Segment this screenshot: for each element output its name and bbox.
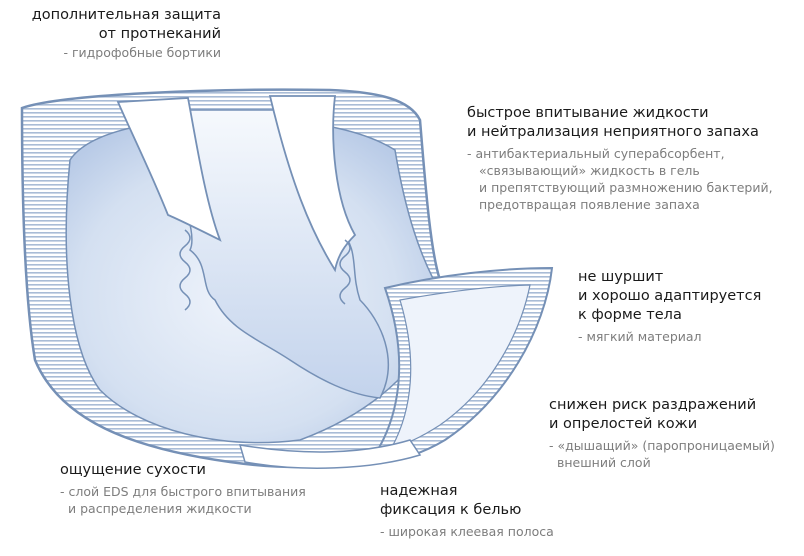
caption-detail: внешний слой bbox=[557, 455, 651, 470]
caption-heading: фиксация к белью bbox=[380, 502, 522, 518]
adhesive-strip bbox=[238, 439, 422, 469]
caption-soft-material: не шуршит и хорошо адаптируется к форме … bbox=[578, 268, 761, 345]
caption-detail: «связывающий» жидкость в гель bbox=[479, 163, 700, 178]
caption-heading: быстрое впитывание жидкости bbox=[467, 105, 709, 121]
caption-heading: не шуршит bbox=[578, 269, 664, 285]
caption-heading: надежная bbox=[380, 483, 458, 499]
caption-detail: - гидрофобные бортики bbox=[63, 45, 221, 60]
left-cuff bbox=[116, 97, 222, 242]
caption-detail: - антибактериальный суперабсорбент, bbox=[467, 146, 725, 161]
caption-detail: - «дышащий» (паропроницаемый) bbox=[549, 438, 775, 453]
caption-fixation: надежная фиксация к белью - широкая клее… bbox=[380, 482, 554, 540]
caption-heading: ощущение сухости bbox=[60, 462, 206, 478]
caption-detail: и препятствующий размножению бактерий, bbox=[479, 180, 773, 195]
right-cuff-wave bbox=[339, 239, 351, 305]
right-cuff bbox=[268, 95, 357, 273]
caption-detail: - широкая клеевая полоса bbox=[380, 524, 554, 539]
left-cuff-wave bbox=[179, 229, 191, 311]
caption-heading: и опрелостей кожи bbox=[549, 416, 698, 432]
caption-heading: и нейтрализация неприятного запаха bbox=[467, 124, 759, 140]
caption-heading: и хорошо адаптируется bbox=[578, 288, 762, 304]
caption-detail: предотвращая появление запаха bbox=[479, 197, 700, 212]
caption-heading: к форме тела bbox=[578, 307, 682, 323]
caption-heading: снижен риск раздражений bbox=[549, 397, 757, 413]
caption-detail: и распределения жидкости bbox=[68, 501, 252, 516]
caption-detail: - слой EDS для быстрого впитывания bbox=[60, 484, 306, 499]
caption-dryness: ощущение сухости - слой EDS для быстрого… bbox=[60, 461, 306, 517]
caption-breathable-layer: снижен риск раздражений и опрелостей кож… bbox=[549, 396, 775, 471]
caption-detail: - мягкий материал bbox=[578, 329, 702, 344]
caption-heading: дополнительная защита bbox=[31, 7, 221, 23]
caption-leak-protection: дополнительная защита от протнеканий - г… bbox=[0, 6, 221, 61]
front-flap-inner bbox=[390, 284, 531, 448]
caption-heading: от протнеканий bbox=[98, 26, 221, 42]
caption-fast-absorption: быстрое впитывание жидкости и нейтрализа… bbox=[467, 104, 773, 213]
